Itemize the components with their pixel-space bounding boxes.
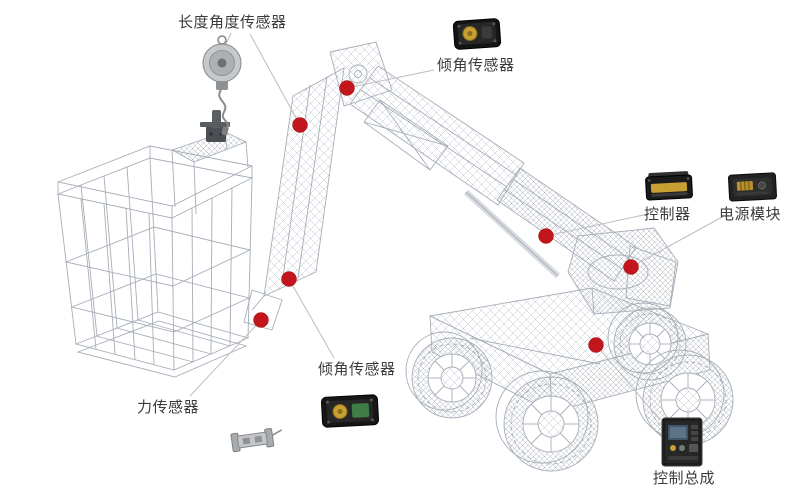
control-assembly-image [661, 417, 703, 467]
sensor-marker-dot [538, 228, 554, 244]
wheel-rear-near [635, 349, 734, 446]
controller-image [645, 171, 693, 201]
sensor-marker-dot [292, 117, 308, 133]
sensor-marker-dot [623, 259, 639, 275]
basket-mount-fixture [200, 110, 230, 142]
power-module-image [728, 172, 777, 202]
label-control-assembly: 控制总成 [653, 469, 716, 487]
force-sensor-image [230, 428, 283, 453]
label-force-sensor: 力传感器 [137, 398, 200, 416]
sensor-marker-dot [588, 337, 604, 353]
sensor-marker-dot [253, 312, 269, 328]
label-length-angle-sensor: 长度角度传感器 [178, 13, 287, 31]
label-controller: 控制器 [644, 205, 691, 223]
tilt-sensor-top-image [452, 18, 502, 50]
wheels [405, 302, 734, 472]
machine-wireframe-illustration [56, 41, 734, 472]
leader-lines [189, 32, 725, 421]
label-power-module: 电源模块 [719, 205, 782, 223]
wheel-front-center [495, 370, 599, 472]
sensor-markers [253, 80, 639, 353]
sensor-marker-dot [281, 271, 297, 287]
label-tilt-sensor-top: 倾角传感器 [437, 56, 515, 74]
basket-cage [56, 131, 254, 378]
label-tilt-sensor-bottom: 倾角传感器 [318, 360, 396, 378]
sensor-marker-dot [339, 80, 355, 96]
draw-wire-sensor-image [202, 35, 242, 136]
wheel-front-left [405, 331, 493, 419]
tilt-sensor-bottom-image [321, 394, 379, 428]
